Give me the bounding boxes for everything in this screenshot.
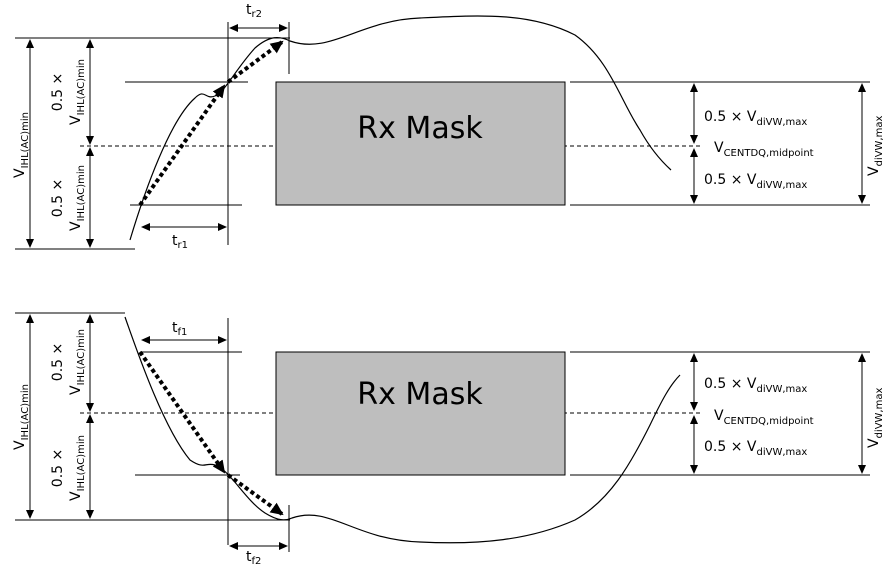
top-t2-label: tr2 — [246, 2, 262, 20]
top-slew-arrow-1 — [138, 84, 226, 207]
top-right-half-lower-label: 0.5 × VdiVW,max — [704, 172, 807, 191]
bottom-half-upper-label-1: 0.5 × — [50, 343, 66, 381]
bottom-t2-label: tf2 — [246, 549, 261, 565]
bottom-right-half-lower-label: 0.5 × VdiVW,max — [704, 439, 807, 458]
bottom-rx-mask — [275, 351, 566, 476]
top-right-half-upper-label: 0.5 × VdiVW,max — [704, 109, 807, 128]
bottom-vihl-label: VIHL(AC)min — [12, 384, 31, 450]
top-rx-mask — [275, 81, 566, 206]
bottom-slew-arrow-1 — [138, 350, 226, 474]
bottom-t1-label: tf1 — [172, 320, 187, 338]
top-right-vcent-label: VCENTDQ,midpoint — [714, 140, 814, 159]
bottom-half-lower-label-1: 0.5 × — [50, 449, 66, 487]
top-half-lower-label-2: VIHL(AC)min — [68, 165, 87, 231]
bottom-half-lower-label-2: VIHL(AC)min — [68, 435, 87, 501]
top-right-vdivw-label: VdiVW,max — [866, 116, 883, 176]
top-half-upper-label-2: VIHL(AC)min — [68, 59, 87, 125]
top-half-lower-label-1: 0.5 × — [50, 179, 66, 217]
top-rx-mask-label: Rx Mask — [357, 111, 483, 146]
bottom-right-vdivw-label: VdiVW,max — [866, 388, 883, 448]
top-half-upper-label-1: 0.5 × — [50, 73, 66, 111]
bottom-waveform — [124, 316, 681, 544]
top-t1-label: tr1 — [172, 233, 188, 251]
top-waveform — [129, 15, 672, 241]
bottom-slew-arrow-2 — [226, 473, 284, 516]
bottom-right-half-upper-label: 0.5 × VdiVW,max — [704, 376, 807, 395]
top-slew-arrow-2 — [226, 40, 284, 84]
top-panel: Rx Mask VIHL(AC)min 0.5 × VIHL(AC)min 0.… — [12, 2, 883, 251]
bottom-rx-mask-label: Rx Mask — [357, 377, 483, 412]
bottom-panel: Rx Mask VIHL(AC)min 0.5 × VIHL(AC)min 0.… — [12, 312, 883, 565]
bottom-half-upper-label-2: VIHL(AC)min — [68, 329, 87, 395]
top-vihl-label: VIHL(AC)min — [12, 112, 31, 178]
bottom-right-vcent-label: VCENTDQ,midpoint — [714, 408, 814, 427]
